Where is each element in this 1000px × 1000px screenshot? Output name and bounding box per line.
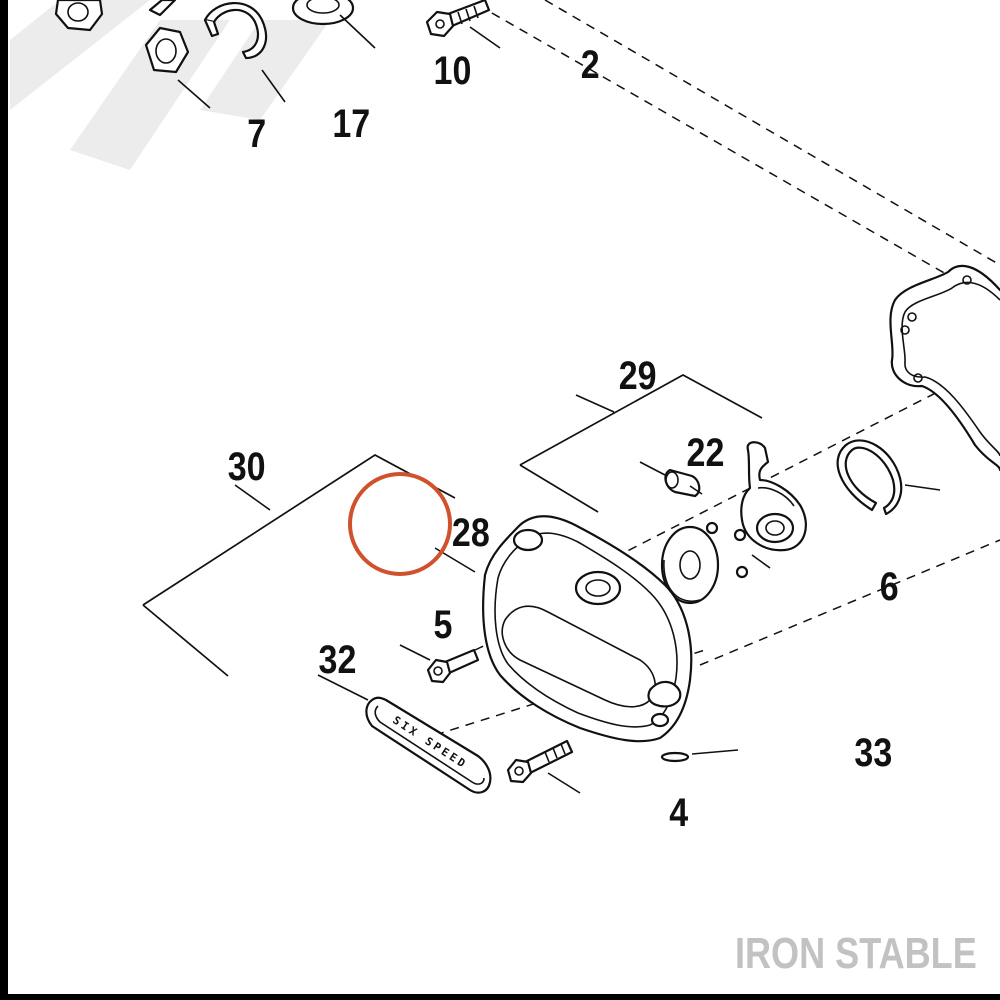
callout-33: 33 <box>854 729 892 774</box>
callout-17: 17 <box>332 100 370 145</box>
callout-7: 7 <box>247 110 266 155</box>
callout-2: 2 <box>581 41 600 86</box>
callout-32: 32 <box>319 636 357 681</box>
callout-labels: 10 2 7 17 29 22 30 28 12 6 5 32 33 4 <box>228 41 899 834</box>
callout-10: 10 <box>434 47 472 92</box>
part-nut-7 <box>54 0 190 74</box>
faint-watermark <box>10 0 330 170</box>
leader-lines <box>177 14 941 794</box>
callout-4: 4 <box>669 789 688 834</box>
part-bearing <box>291 0 355 26</box>
part-side-cover-28 <box>482 515 693 743</box>
callout-22: 22 <box>687 429 725 474</box>
part-snap-ring-17 <box>148 0 268 60</box>
part-retaining-ring-12 <box>836 439 903 516</box>
part-lever-6 <box>705 441 807 579</box>
callout-29: 29 <box>619 352 657 397</box>
part-bolt-5 <box>426 648 480 684</box>
part-pin-22 <box>664 468 703 498</box>
part-gasket <box>889 264 1000 472</box>
part-emblem-32: SIX SPEED <box>365 696 492 794</box>
watermark-text: IRON STABLE <box>735 929 977 978</box>
part-oring-33 <box>660 751 690 763</box>
part-bolt-4 <box>506 739 574 784</box>
callout-30: 30 <box>228 443 266 488</box>
bottom-border <box>0 994 1000 1000</box>
group-bracket-30 <box>142 454 456 677</box>
left-border <box>0 0 8 1000</box>
part-bolt-2 <box>425 0 491 38</box>
callout-28: 28 <box>452 509 490 554</box>
callout-5: 5 <box>434 601 453 646</box>
group-bracket-29 <box>519 374 763 513</box>
highlight-circle <box>348 472 452 576</box>
callout-6: 6 <box>880 563 899 608</box>
part-cam-disc <box>660 525 720 605</box>
